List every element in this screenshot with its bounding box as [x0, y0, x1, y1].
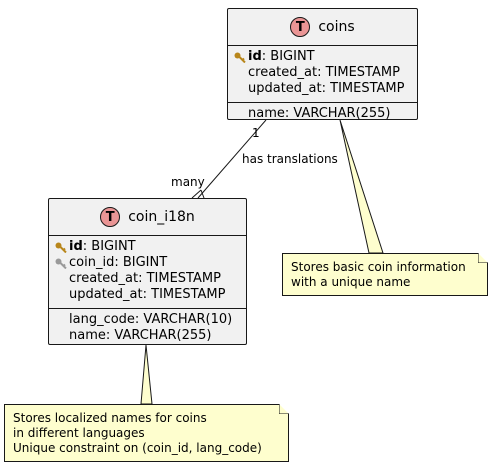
note-coin-i18n: Stores localized names for coins in diff… — [4, 404, 289, 462]
note-fold-icon — [279, 404, 289, 414]
pk-type: : BIGINT — [261, 49, 315, 64]
note-line: Stores localized names for coins — [13, 411, 207, 425]
coin-i18n-note-connector — [140, 344, 153, 405]
entity-coins[interactable]: T coins id: BIGINT created_at: TIMESTAMP… — [227, 8, 418, 121]
fk-row: coin_id: BIGINT — [55, 255, 246, 271]
entity-coin-i18n-columns: lang_code: VARCHAR(10) name: VARCHAR(255… — [49, 308, 246, 349]
entity-coin-i18n-name: coin_i18n — [128, 209, 195, 225]
note-fold-icon — [478, 253, 488, 263]
pk-name: id — [69, 239, 83, 254]
note-coins: Stores basic coin information with a uni… — [282, 253, 488, 296]
pk-row: id: BIGINT — [234, 49, 417, 65]
pk-name: id — [248, 49, 262, 64]
pk-row: id: BIGINT — [55, 239, 246, 255]
column-row: name: VARCHAR(255) — [248, 106, 391, 121]
foreign-key-icon — [55, 258, 67, 269]
relation-line — [197, 119, 267, 199]
field-row: created_at: TIMESTAMP — [248, 65, 400, 80]
fk-name: coin_id: BIGINT — [69, 255, 168, 270]
entity-coins-header: T coins — [228, 9, 417, 46]
coins-note-connector — [339, 119, 384, 254]
primary-key-icon — [55, 242, 67, 253]
entity-coin-i18n-keys: id: BIGINT coin_id: BIGINT created_at: T… — [49, 236, 246, 308]
cardinality-one: 1 — [252, 126, 260, 140]
relation-label: has translations — [242, 152, 338, 166]
cardinality-many: many — [171, 175, 205, 189]
note-line: with a unique name — [291, 275, 411, 289]
field-row: updated_at: TIMESTAMP — [248, 81, 405, 96]
column-row: name: VARCHAR(255) — [69, 328, 212, 343]
note-line: Unique constraint on (coin_id, lang_code… — [13, 441, 262, 455]
field-row: updated_at: TIMESTAMP — [69, 287, 226, 302]
crowfoot-many — [191, 189, 205, 199]
entity-coin-i18n[interactable]: T coin_i18n id: BIGINT coin_id: BIGINT c… — [48, 198, 247, 345]
entity-coin-i18n-header: T coin_i18n — [49, 199, 246, 236]
primary-key-icon — [234, 52, 246, 63]
column-row: lang_code: VARCHAR(10) — [69, 312, 233, 327]
table-badge-icon: T — [290, 17, 311, 37]
pk-type: : BIGINT — [82, 239, 136, 254]
note-line: Stores basic coin information — [291, 260, 466, 274]
entity-coins-keys: id: BIGINT created_at: TIMESTAMP updated… — [228, 46, 417, 102]
table-badge-icon: T — [100, 207, 121, 227]
note-line: in different languages — [13, 426, 145, 440]
field-row: created_at: TIMESTAMP — [69, 271, 221, 286]
entity-coins-columns: name: VARCHAR(255) — [228, 102, 417, 127]
entity-coins-name: coins — [318, 19, 355, 35]
